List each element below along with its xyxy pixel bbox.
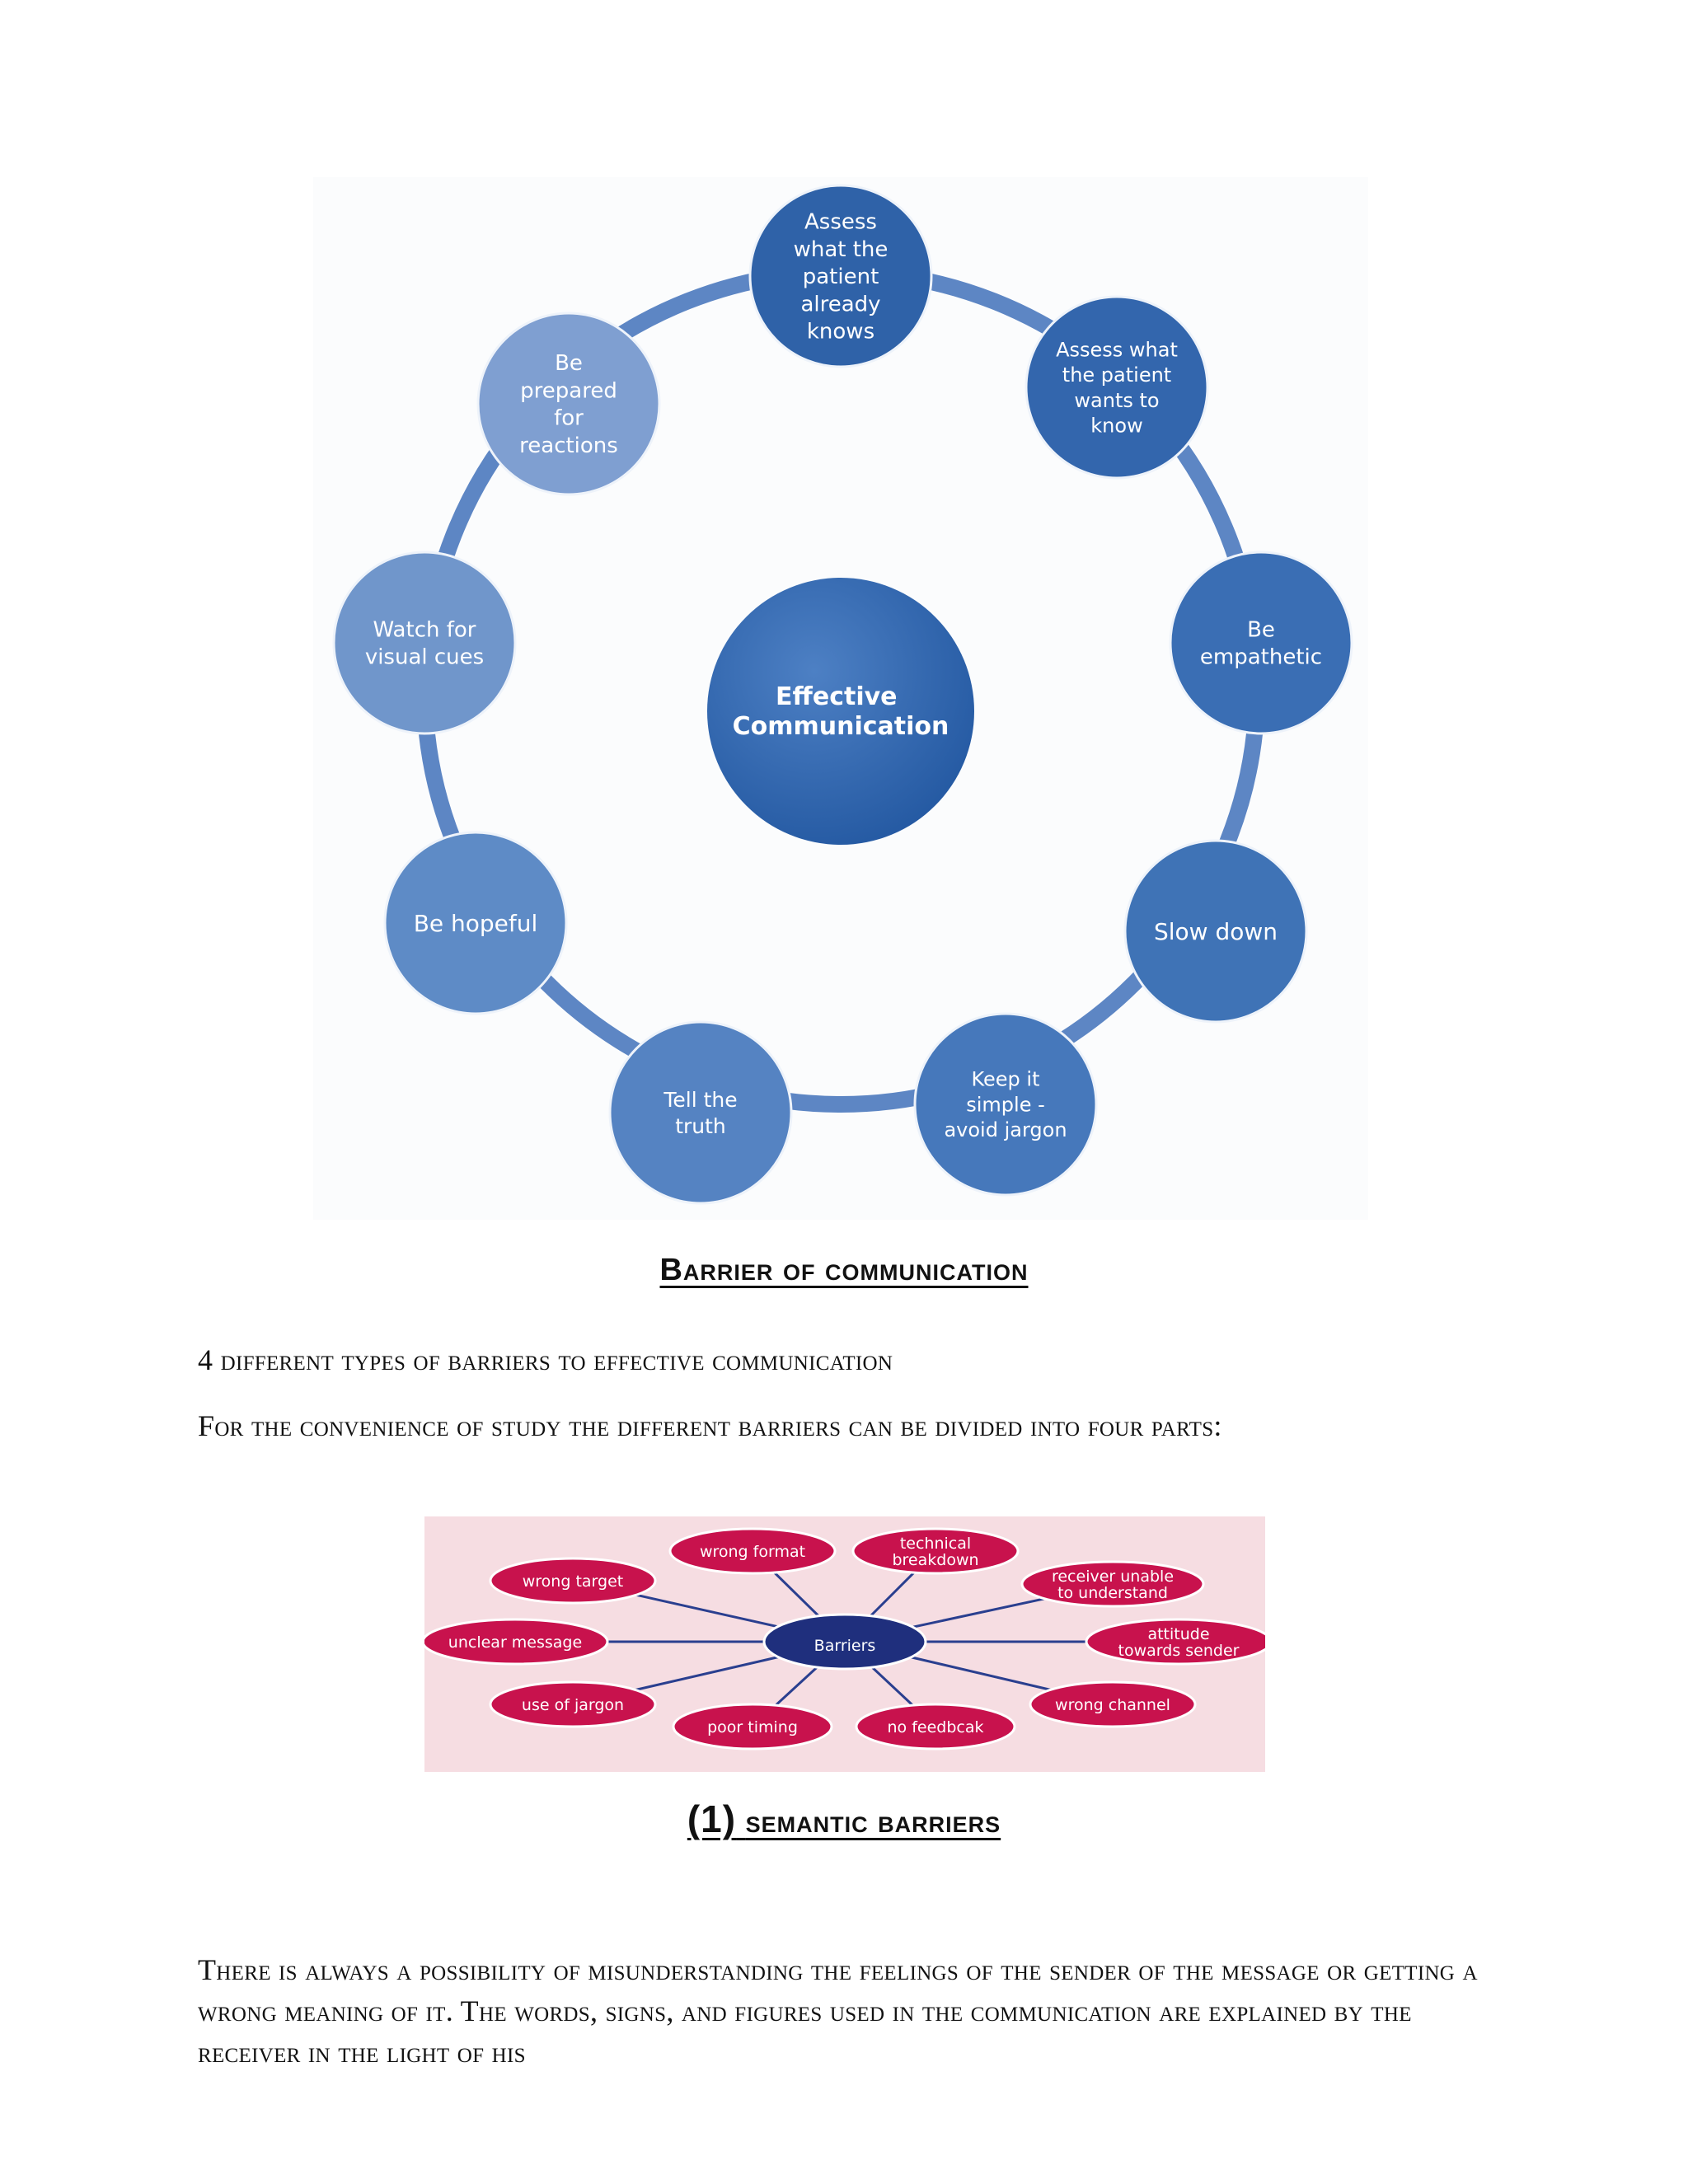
wheel-node-label-be-hopeful: Be hopeful (414, 910, 538, 937)
barrier-node-technical-breakdown (851, 1527, 1020, 1575)
barrier-node-unclear-message (424, 1618, 609, 1666)
wheel-node-assess-knows (748, 184, 933, 368)
barriers-center-node (762, 1613, 927, 1671)
barrier-node-poor-timing (672, 1703, 833, 1750)
wheel-node-empathetic (1169, 551, 1353, 735)
barrier-node-wrong-channel (1029, 1680, 1197, 1728)
wheel-node-keep-simple (913, 1012, 1098, 1197)
wheel-node-visual-cues (332, 551, 517, 735)
barrier-label-wrong-format: wrong format (700, 1543, 805, 1561)
barrier-node-wrong-target (489, 1557, 657, 1605)
barrier-node-attitude-sender (1085, 1618, 1265, 1666)
heading-semantic-barriers: (1) semantic barriers (0, 1797, 1688, 1841)
wheel-node-tell-truth (608, 1020, 793, 1205)
barriers-center-label: Barriers (814, 1637, 876, 1655)
wheel-node-slow-down (1123, 839, 1308, 1024)
wheel-node-label-slow-down: Slow down (1154, 918, 1278, 945)
barrier-node-use-of-jargon (489, 1680, 657, 1728)
heading-barrier-of-communication: Barrier of communication (659, 1253, 1029, 1287)
paragraph-convenience: For the convenience of study the differe… (198, 1409, 1222, 1442)
barrier-label-no-feedback: no feedbcak (888, 1718, 984, 1736)
barrier-label-use-of-jargon: use of jargon (522, 1696, 624, 1714)
wheel-node-be-hopeful (383, 831, 568, 1015)
heading-semantic-text: semantic barriers (745, 1805, 1001, 1840)
barrier-node-receiver-unable (1020, 1560, 1205, 1608)
barrier-node-wrong-format (668, 1527, 837, 1575)
wheel-center-label: Effective Communication (733, 682, 950, 741)
wheel-node-be-prepared (476, 312, 661, 496)
barrier-label-wrong-target: wrong target (523, 1572, 623, 1591)
barrier-label-wrong-channel: wrong channel (1055, 1696, 1170, 1714)
paragraph-semantic-barriers: There is always a possibility of misunde… (198, 1953, 1478, 2069)
barrier-label-poor-timing: poor timing (707, 1718, 798, 1736)
barrier-label-unclear-message: unclear message (448, 1633, 582, 1652)
wheel-center-node (707, 578, 974, 845)
paragraph-barrier-types: 4 different types of barriers to effecti… (198, 1343, 893, 1376)
wheel-node-assess-wants (1025, 295, 1209, 480)
heading-semantic-number: (1) (687, 1797, 737, 1840)
barrier-node-no-feedback (855, 1703, 1016, 1750)
